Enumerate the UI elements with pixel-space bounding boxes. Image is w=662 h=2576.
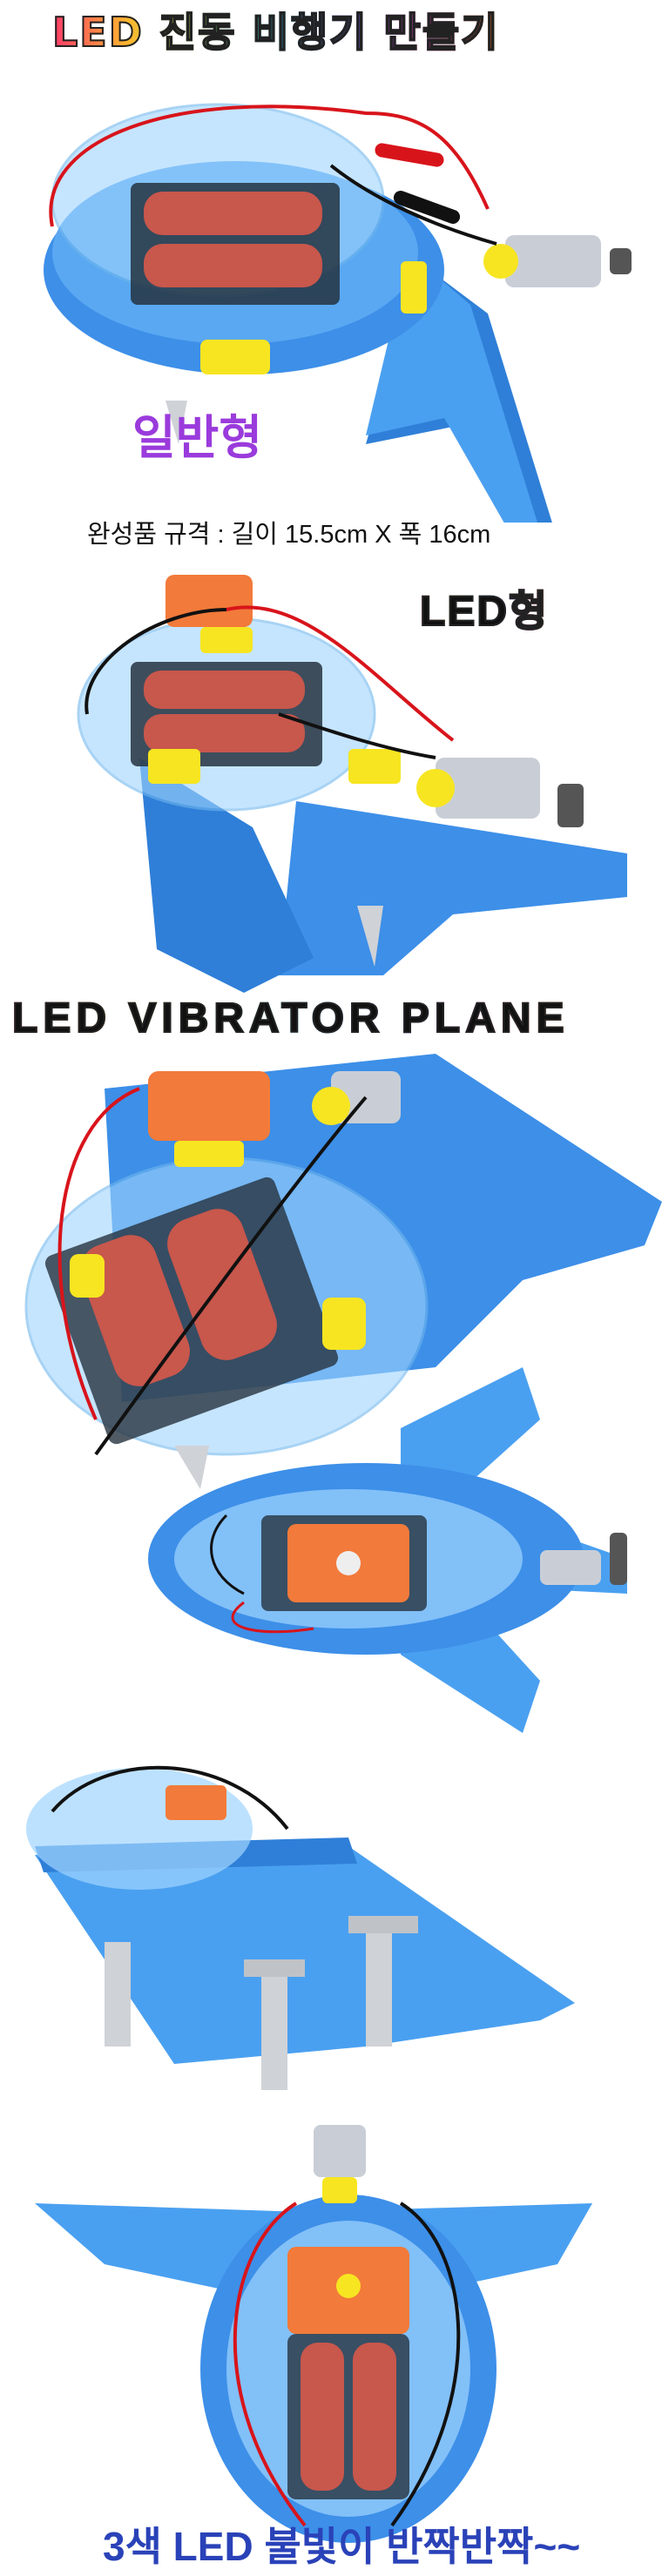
normal-plane-illustration: [44, 103, 632, 523]
page-title: LED 진동 비행기 만들기: [51, 8, 500, 57]
front-view-illustration: [35, 2125, 592, 2543]
top-view-illustration: [148, 1367, 627, 1733]
normal-type-label: 일반형: [132, 412, 263, 464]
spec-text: 완성품 규격 : 길이 15.5cm X 폭 16cm: [87, 521, 491, 549]
led-plane-illustration: [77, 575, 627, 993]
english-title: LED VIBRATOR PLANE: [11, 995, 570, 1042]
led-type-label: LED형: [419, 577, 549, 637]
bottom-view-illustration: [26, 1765, 575, 2090]
footer-caption: 3색 LED 불빛이 반짝반짝~~: [103, 2524, 581, 2569]
title-bar: LED 진동 비행기 만들기: [0, 5, 662, 57]
closeup-illustration: [24, 1054, 662, 1489]
